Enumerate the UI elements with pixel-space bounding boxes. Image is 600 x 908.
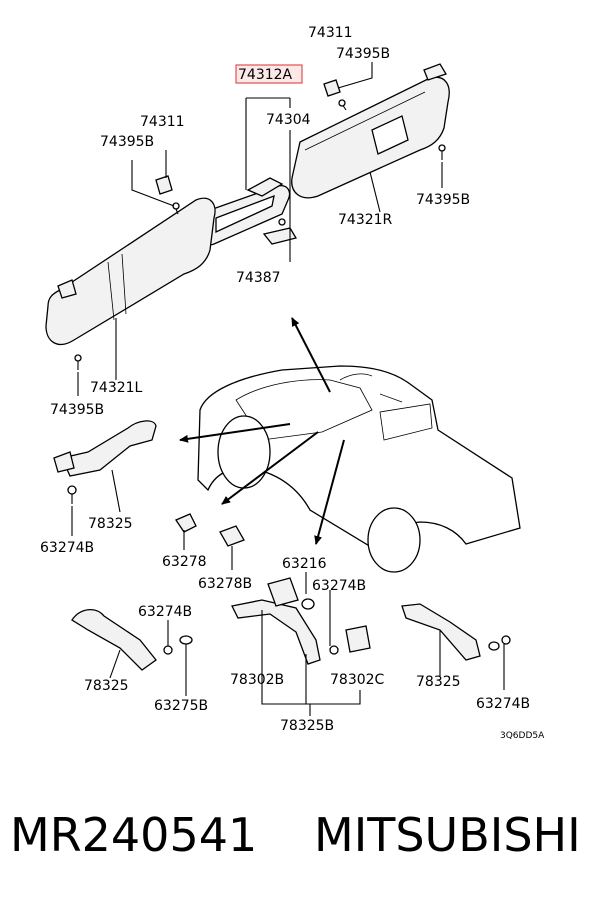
- cover-78302B: [267, 577, 299, 607]
- label-74395B-bottom: 74395B: [50, 402, 104, 418]
- exploded-view-drawing: 74311 74395B 74312A 74304 74311 74395B 7…: [40, 25, 545, 741]
- assist-grip-left: [53, 420, 157, 504]
- screw-bottom-left: [74, 354, 82, 370]
- assist-grip-center: [231, 577, 371, 665]
- assist-grip-right: [401, 603, 511, 661]
- mirror-cover-74387: [262, 227, 298, 245]
- label-63278: 63278: [162, 554, 207, 570]
- rear-view-mirror: [200, 177, 298, 246]
- label-74311-left: 74311: [140, 114, 185, 130]
- label-74395B-right: 74395B: [416, 192, 470, 208]
- caption-bar: MR240541 MITSUBISHI: [0, 808, 600, 878]
- visor-holder-left: [57, 279, 77, 299]
- label-74321R: 74321R: [338, 212, 393, 228]
- label-78325B: 78325B: [280, 718, 334, 734]
- vanity-mirror-right: [371, 115, 409, 155]
- label-74311-top: 74311: [308, 25, 353, 41]
- label-63275B: 63275B: [154, 698, 208, 714]
- label-74321L: 74321L: [90, 380, 143, 396]
- sun-visor-right: [291, 63, 450, 199]
- diagram-code: 3Q6DD5A: [500, 731, 545, 741]
- label-78325-right: 78325: [416, 674, 461, 690]
- part-number: MR240541: [10, 808, 258, 862]
- label-63274B-mid: 63274B: [312, 578, 366, 594]
- label-74304: 74304: [266, 112, 311, 128]
- clip-63278: [175, 513, 197, 533]
- label-78302B: 78302B: [230, 672, 284, 688]
- part-labels: 74311 74395B 74312A 74304 74311 74395B 7…: [40, 25, 545, 741]
- callout-arrows: [179, 317, 345, 545]
- label-63274B-lower: 63274B: [138, 604, 192, 620]
- screw-right: [438, 144, 446, 160]
- label-63274B-left: 63274B: [40, 540, 94, 556]
- label-63274B-right: 63274B: [476, 696, 530, 712]
- label-78325-lower: 78325: [84, 678, 129, 694]
- sun-visor-left: [45, 197, 216, 345]
- brand-name: MITSUBISHI: [314, 808, 581, 862]
- visor-clip-left: [155, 175, 180, 215]
- assist-grip-lower-left: [71, 609, 193, 671]
- visor-holder-right: [423, 63, 447, 81]
- visor-clip-top: [323, 79, 347, 111]
- label-74387: 74387: [236, 270, 281, 286]
- highlight-box: [235, 64, 303, 84]
- mirror-mount: [246, 177, 284, 197]
- label-74312A: 74312A: [238, 67, 293, 83]
- label-78302C: 78302C: [330, 672, 385, 688]
- label-74395B-top: 74395B: [336, 46, 390, 62]
- label-63278B: 63278B: [198, 576, 252, 592]
- vehicle-outline: [197, 365, 521, 573]
- label-78325-left: 78325: [88, 516, 133, 532]
- label-74395B-left: 74395B: [100, 134, 154, 150]
- leader-lines: [71, 62, 505, 716]
- clip-63278B: [219, 525, 245, 547]
- label-63216: 63216: [282, 556, 327, 572]
- cover-78302C: [345, 625, 371, 653]
